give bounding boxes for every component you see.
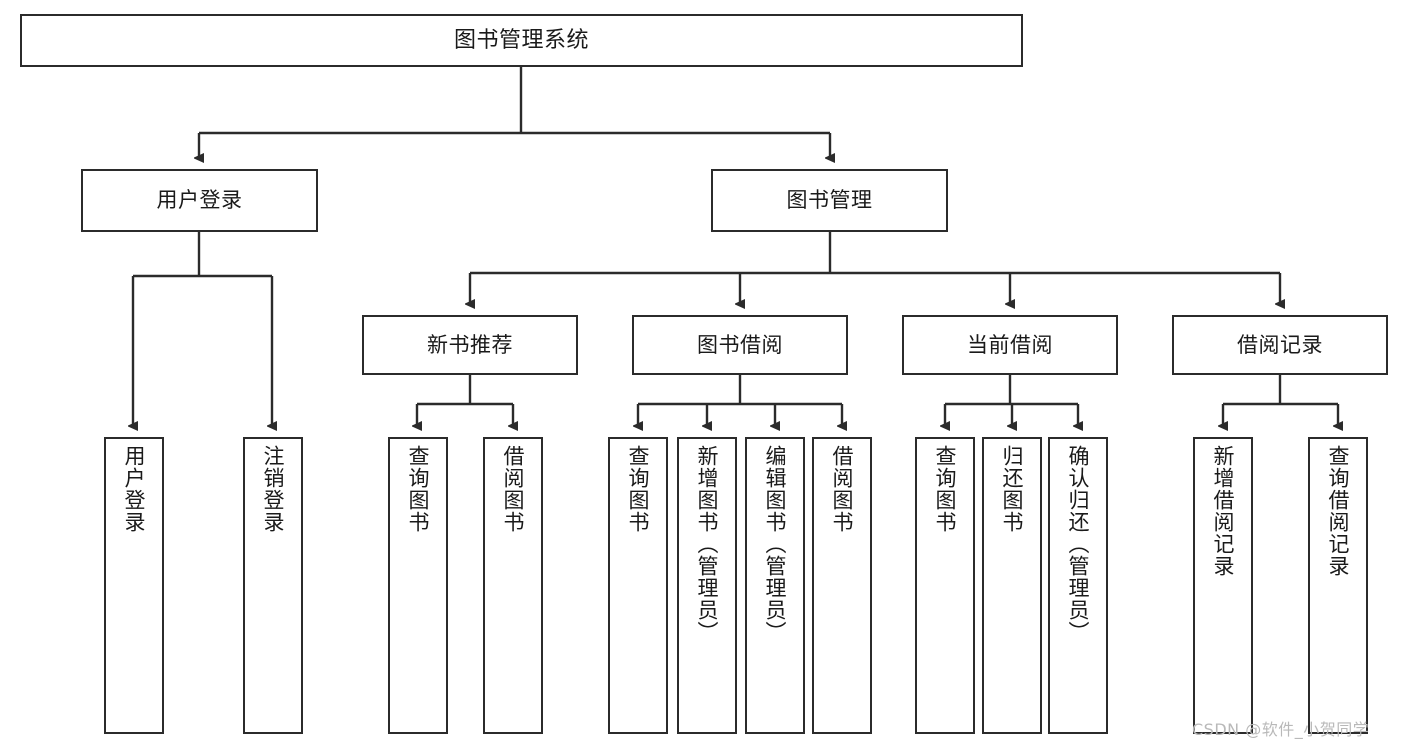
node-label: 借阅图书 [501, 445, 526, 533]
csdn-watermark: CSDN @软件_小贺同学 [1192, 720, 1370, 739]
leaf-query-book-current[interactable]: 查询图书 [915, 437, 975, 734]
node-label: 查询图书 [406, 445, 431, 533]
node-label: 借阅记录 [1237, 332, 1323, 357]
node-label: 图书借阅 [697, 332, 783, 357]
node-new-book-recommendation[interactable]: 新书推荐 [362, 315, 578, 375]
node-label: 当前借阅 [967, 332, 1053, 357]
node-label: 确认归还（管理员） [1066, 445, 1091, 643]
node-label: 编辑图书（管理员） [763, 445, 788, 643]
leaf-query-book-borrow[interactable]: 查询图书 [608, 437, 668, 734]
node-label: 图书管理 [786, 188, 873, 213]
node-current-borrowing[interactable]: 当前借阅 [902, 315, 1118, 375]
node-label: 借阅图书 [830, 445, 855, 533]
leaf-query-borrow-record[interactable]: 查询借阅记录 [1308, 437, 1368, 734]
node-label: 用户登录 [122, 445, 147, 533]
node-user-login[interactable]: 用户登录 [81, 169, 318, 232]
node-label: 注销登录 [261, 445, 286, 533]
node-label: 新增借阅记录 [1211, 445, 1236, 577]
node-label: 查询图书 [626, 445, 651, 533]
leaf-logout[interactable]: 注销登录 [243, 437, 303, 734]
node-book-borrowing[interactable]: 图书借阅 [632, 315, 848, 375]
leaf-return-book[interactable]: 归还图书 [982, 437, 1042, 734]
leaf-borrow-book-new[interactable]: 借阅图书 [483, 437, 543, 734]
node-label: 查询图书 [933, 445, 958, 533]
leaf-edit-book-admin[interactable]: 编辑图书（管理员） [745, 437, 805, 734]
leaf-query-book-new[interactable]: 查询图书 [388, 437, 448, 734]
node-label: 图书管理系统 [453, 27, 589, 53]
leaf-user-login[interactable]: 用户登录 [104, 437, 164, 734]
node-label: 新增图书（管理员） [695, 445, 720, 643]
node-label: 新书推荐 [427, 332, 513, 357]
node-label: 查询借阅记录 [1326, 445, 1351, 577]
leaf-add-book-admin[interactable]: 新增图书（管理员） [677, 437, 737, 734]
node-label: 用户登录 [156, 188, 243, 213]
node-book-management[interactable]: 图书管理 [711, 169, 948, 232]
node-root-book-management-system[interactable]: 图书管理系统 [20, 14, 1023, 67]
leaf-add-borrow-record[interactable]: 新增借阅记录 [1193, 437, 1253, 734]
node-borrow-records[interactable]: 借阅记录 [1172, 315, 1388, 375]
leaf-borrow-book[interactable]: 借阅图书 [812, 437, 872, 734]
leaf-confirm-return-admin[interactable]: 确认归还（管理员） [1048, 437, 1108, 734]
node-label: 归还图书 [1000, 445, 1025, 533]
